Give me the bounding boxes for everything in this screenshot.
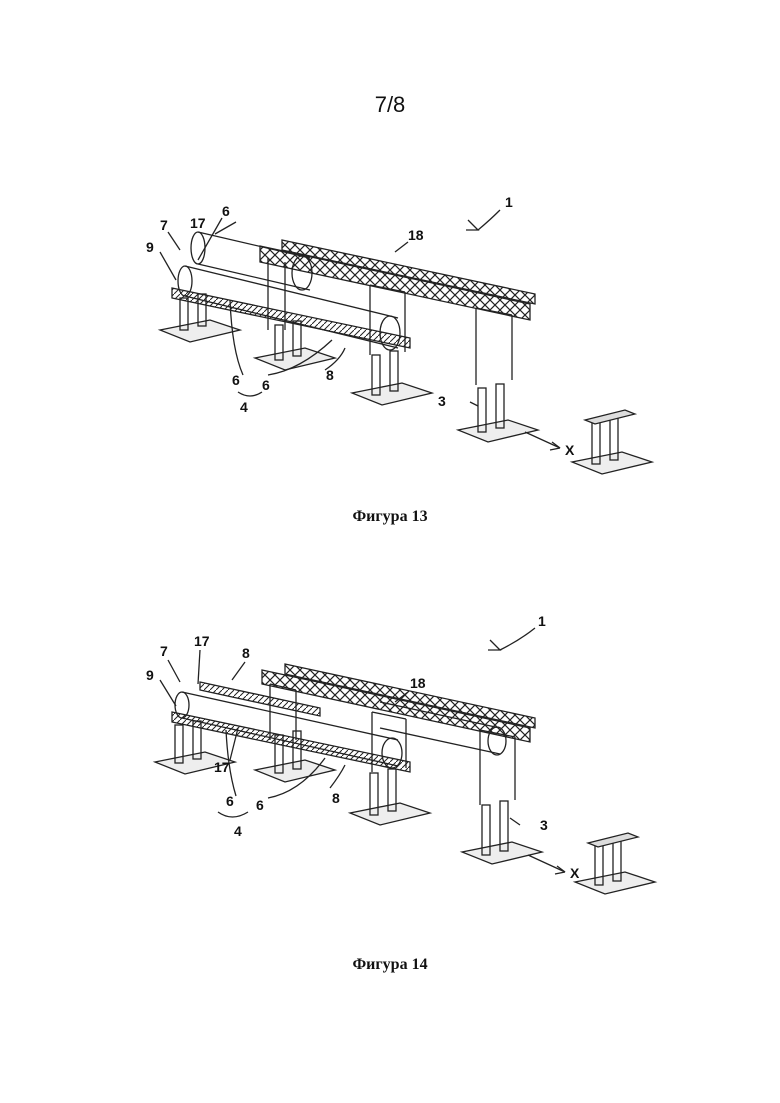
label-8-top: 8 — [242, 645, 250, 661]
figure-13-drawing: 1 3 4 6 6 6 7 8 9 17 18 X — [0, 180, 780, 500]
label-18: 18 — [410, 675, 426, 691]
label-4: 4 — [234, 823, 242, 839]
label-6-right: 6 — [262, 377, 270, 393]
caption-figure-14: Фигура 14 — [0, 956, 780, 974]
label-3: 3 — [438, 393, 446, 409]
support-front — [350, 769, 430, 825]
figure-13: 1 3 4 6 6 6 7 8 9 17 18 X — [0, 180, 780, 500]
label-17-top: 17 — [194, 633, 210, 649]
label-4: 4 — [240, 399, 248, 415]
frame-3 — [480, 730, 515, 805]
frame-3 — [476, 308, 512, 385]
label-6-left: 6 — [232, 372, 240, 388]
label-8-bottom: 8 — [332, 790, 340, 806]
label-1: 1 — [505, 194, 513, 210]
label-x: X — [570, 865, 580, 881]
label-x: X — [565, 442, 575, 458]
label-17-bottom: 17 — [214, 759, 230, 775]
page-number: 7/8 — [0, 92, 780, 118]
label-7: 7 — [160, 217, 168, 233]
support-front — [352, 351, 432, 405]
support-3 — [462, 801, 542, 864]
label-18: 18 — [408, 227, 424, 243]
caption-figure-13: Фигура 13 — [0, 508, 780, 526]
label-1: 1 — [538, 613, 546, 629]
label-9: 9 — [146, 667, 154, 683]
support-far — [572, 410, 652, 474]
label-6-left: 6 — [226, 793, 234, 809]
label-8: 8 — [326, 367, 334, 383]
label-3: 3 — [540, 817, 548, 833]
label-9: 9 — [146, 239, 154, 255]
figure-14-drawing: 1 3 4 6 6 7 8 8 9 17 17 18 X — [0, 600, 780, 930]
label-6-right: 6 — [256, 797, 264, 813]
label-6-top: 6 — [222, 203, 230, 219]
figure-14: 1 3 4 6 6 7 8 8 9 17 17 18 X — [0, 600, 780, 930]
support-3 — [458, 384, 538, 442]
support-far — [575, 833, 655, 894]
label-7: 7 — [160, 643, 168, 659]
label-17: 17 — [190, 215, 206, 231]
